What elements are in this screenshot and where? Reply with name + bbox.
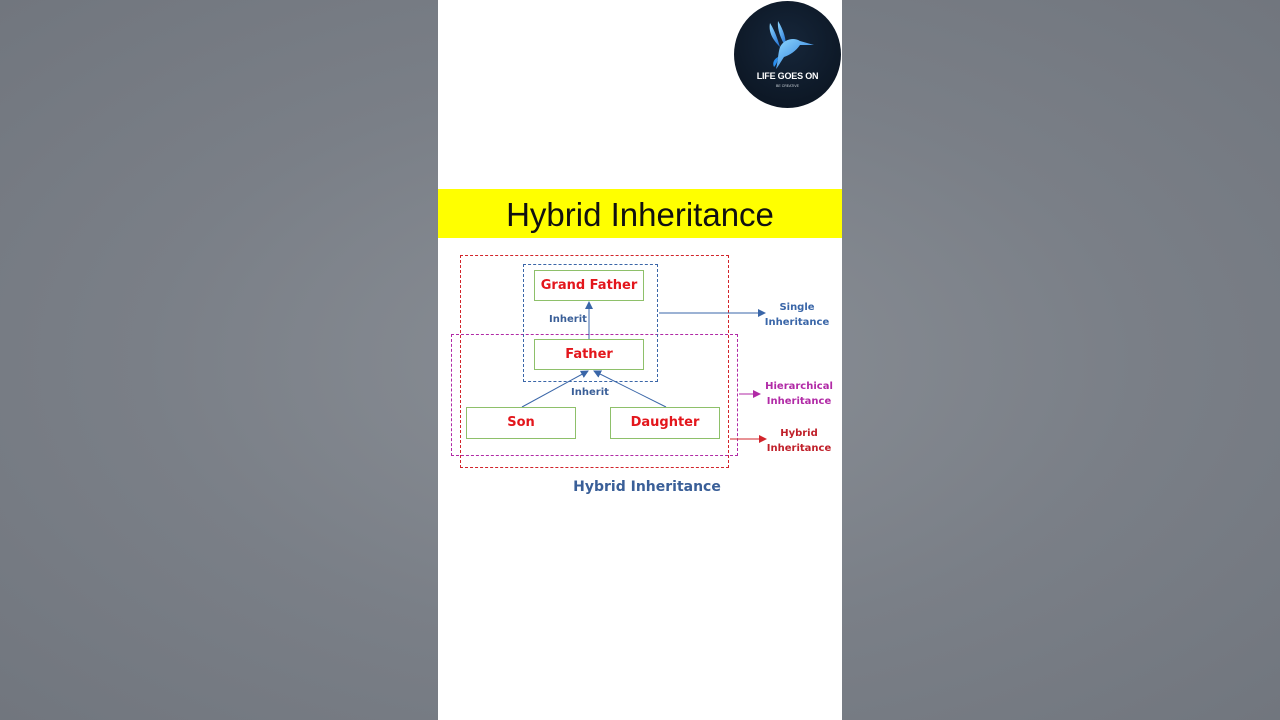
logo-subtitle: BE CREATIVE (776, 84, 799, 88)
legend-single: Single Inheritance (764, 302, 830, 328)
node-son-label: Son (507, 415, 535, 430)
logo-title: LIFE GOES ON (756, 71, 819, 81)
video-panel: LIFE GOES ON BE CREATIVE Hybrid Inherita… (438, 0, 842, 720)
node-daughter-label: Daughter (630, 415, 700, 430)
title-banner: Hybrid Inheritance (438, 189, 842, 238)
node-son: Son (466, 407, 576, 439)
edge-label-inherit-upper: Inherit (549, 314, 587, 325)
legend-hybrid: Hybrid Inheritance (766, 428, 832, 454)
diagram-caption: Hybrid Inheritance (573, 479, 721, 495)
legend-hierarchical: Hierarchical Inheritance (765, 381, 833, 407)
hierarchical-region (451, 334, 738, 456)
hummingbird-icon (769, 21, 814, 69)
single-region (523, 264, 658, 382)
channel-logo[interactable]: LIFE GOES ON BE CREATIVE (734, 1, 841, 108)
node-daughter: Daughter (610, 407, 720, 439)
page-title: Hybrid Inheritance (506, 196, 774, 233)
edge-label-inherit-lower: Inherit (571, 387, 609, 398)
hybrid-region (460, 255, 729, 468)
node-father: Father (534, 339, 644, 370)
node-grand-father-label: Grand Father (540, 278, 638, 293)
node-father-label: Father (565, 347, 613, 362)
edge-son-father (521, 370, 589, 408)
node-grand-father: Grand Father (534, 270, 644, 301)
edge-daughter-father (593, 370, 667, 408)
diagram-connectors (521, 301, 767, 443)
